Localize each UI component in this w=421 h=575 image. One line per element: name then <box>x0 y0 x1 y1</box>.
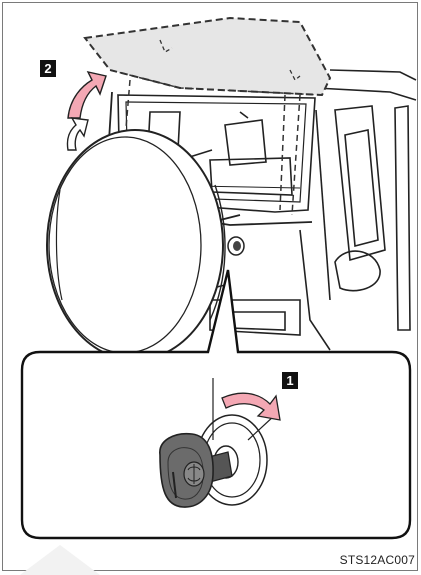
step-2-badge: 2 <box>40 60 56 77</box>
step-1-badge: 1 <box>282 372 298 389</box>
lift-arrow-outline <box>67 118 88 150</box>
spare-tire <box>47 130 225 360</box>
figure-code: STS12AC007 <box>340 553 415 567</box>
rear-keyhole <box>228 237 244 255</box>
step-2-label: 2 <box>44 61 51 76</box>
watermark-shape <box>20 545 100 575</box>
step-1-label: 1 <box>286 373 293 388</box>
lift-arrow-filled <box>68 72 106 118</box>
vehicle-body <box>205 70 416 350</box>
